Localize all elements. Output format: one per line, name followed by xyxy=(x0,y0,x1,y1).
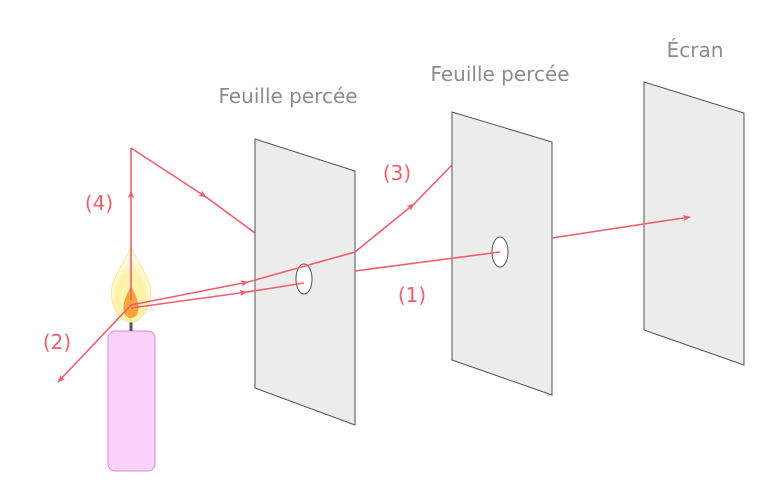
screen-label: Écran xyxy=(667,38,724,62)
candle-body xyxy=(107,330,156,472)
sheet-1-label: Feuille percée xyxy=(218,84,357,108)
sheet-2-label: Feuille percée xyxy=(430,62,569,86)
ray-4 xyxy=(127,147,275,300)
hole-1 xyxy=(295,263,313,295)
pierced-sheet-1 xyxy=(254,138,356,426)
screen xyxy=(643,81,745,366)
pierced-sheet-2 xyxy=(451,111,553,396)
ray-2 xyxy=(57,304,132,383)
ray-1-label: (1) xyxy=(398,283,426,307)
ray-3-label: (3) xyxy=(383,161,411,185)
ray-2-label: (2) xyxy=(43,330,71,354)
ray-4-label: (4) xyxy=(85,191,113,215)
ray-1 xyxy=(130,214,691,309)
ray-3 xyxy=(130,164,453,306)
